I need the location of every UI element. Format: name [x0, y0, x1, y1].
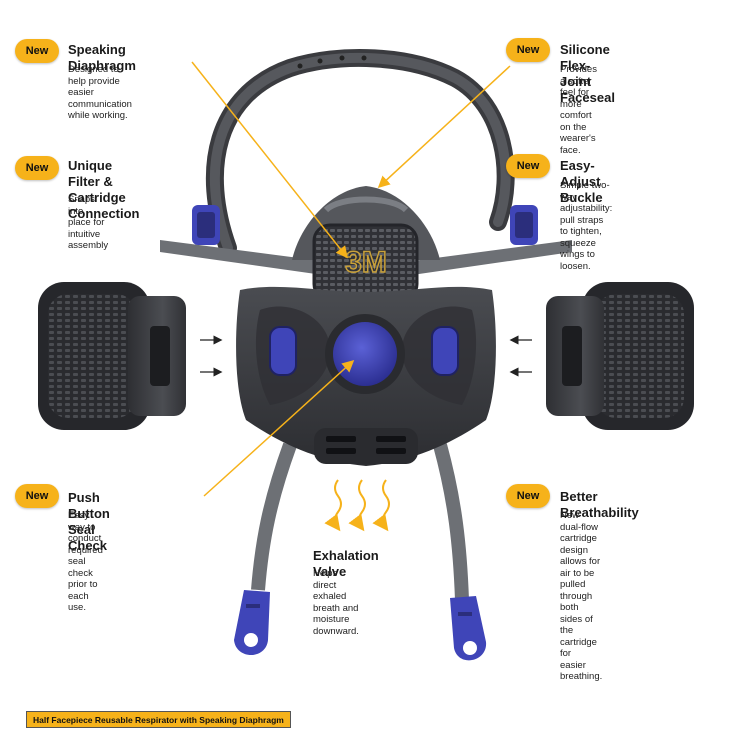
upper-straps: [160, 240, 572, 276]
new-badge: New: [506, 484, 550, 508]
cartridge-left: [38, 282, 186, 430]
new-badge: New: [15, 39, 59, 63]
callout-title: Exhalation Valve: [313, 548, 379, 579]
clip-right: [450, 596, 487, 661]
callout-title: Silicone Flex-Joint Faceseal: [560, 42, 615, 105]
leader-seal-check: [203, 359, 355, 497]
callout-description: Simple two-way adjustability: pull strap…: [560, 180, 613, 272]
buckle-left: [192, 205, 220, 245]
clip-left: [234, 590, 270, 655]
callout-title: Better Breathability: [560, 489, 639, 520]
new-badge: New: [15, 156, 59, 180]
callout-description: Snaps into place for intuitive assembly: [68, 194, 109, 251]
side-button-right: [431, 326, 459, 376]
new-badge: New: [506, 154, 550, 178]
callout-title: Unique Filter & Cartridge Connection: [68, 158, 140, 221]
callout-description: Easy way to conduct required seal check …: [68, 510, 103, 613]
cartridge-right: [546, 282, 694, 430]
leader-speaking-diaphragm: [191, 61, 348, 259]
leader-lines: [191, 61, 511, 497]
callout-description: New dual-flow cartridge design allows fo…: [560, 510, 603, 682]
callout-description: Designed to help provide easier communic…: [68, 64, 132, 121]
callout-title: Easy-Adjust Buckle: [560, 158, 603, 205]
callout-description: Helps direct exhaled breath and moisture…: [313, 568, 359, 637]
airflow-inflow-arrows: [200, 335, 532, 377]
new-badge: New: [15, 484, 59, 508]
exhaled-air-arrows: [324, 479, 390, 532]
buckle-right: [510, 205, 538, 245]
callout-description: Provides a softer feel for more comfort …: [560, 64, 597, 156]
exhalation-valve: [314, 428, 418, 464]
lower-straps: [251, 442, 469, 601]
callout-title: Push Button Seal Check: [68, 490, 110, 553]
side-button-left: [269, 326, 297, 376]
caption-label: Half Facepiece Reusable Respirator with …: [26, 711, 291, 728]
seal-check-button: [325, 314, 405, 394]
leader-faceseal: [377, 65, 511, 189]
callout-title: Speaking Diaphragm: [68, 42, 136, 73]
head-harness: [205, 48, 515, 257]
new-badge: New: [506, 38, 550, 62]
logo-3m: 3M: [345, 246, 387, 279]
